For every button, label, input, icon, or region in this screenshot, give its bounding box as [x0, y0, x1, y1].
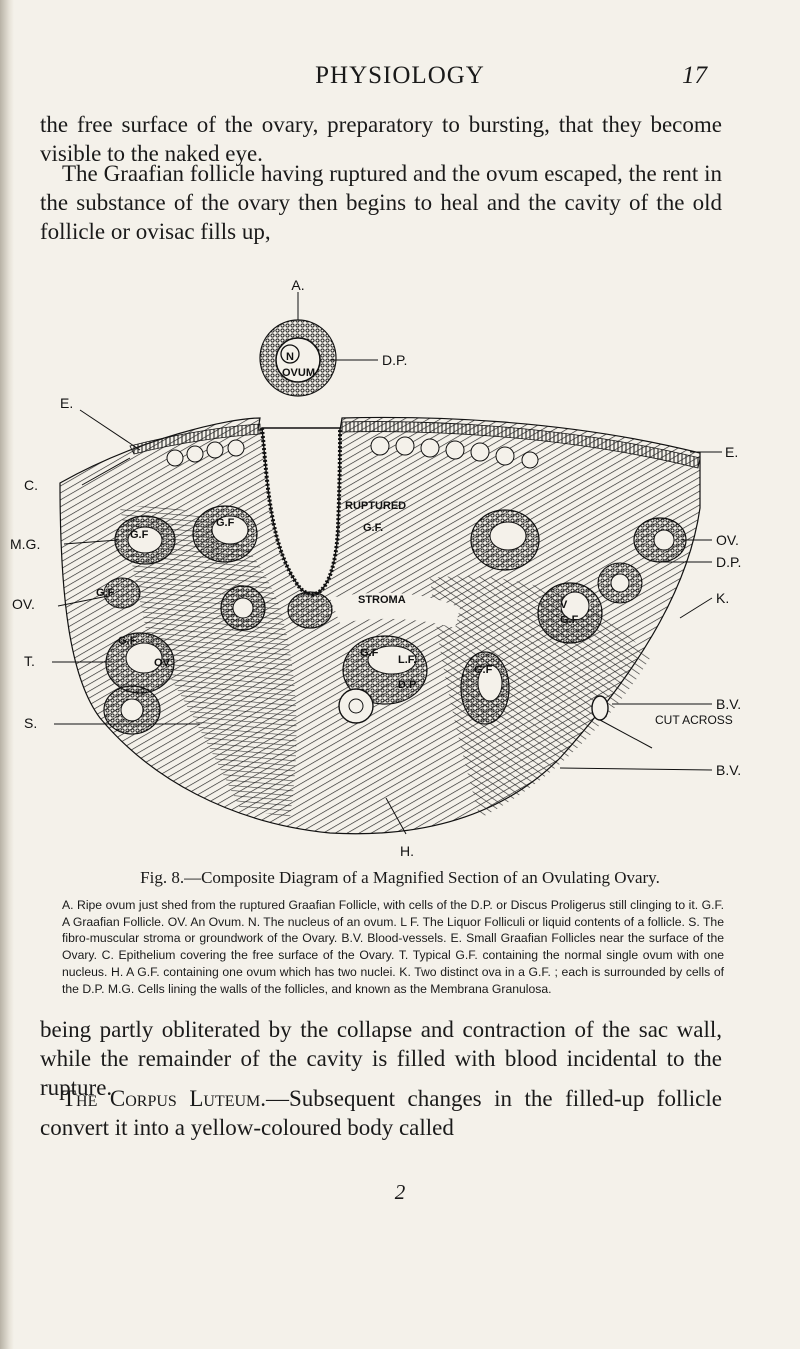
- label-ruptured-gf: G.F.: [363, 522, 383, 534]
- label-gf-3: G.F: [96, 587, 115, 599]
- label-lf: L.F.: [398, 654, 416, 666]
- paragraph-1: the free surface of the ovary, preparato…: [40, 112, 722, 166]
- label-v: V: [560, 599, 568, 611]
- paragraph-2: The Graafian follicle having ruptured an…: [40, 161, 722, 244]
- label-ov-inner: OV: [154, 657, 171, 669]
- label-c: C.: [24, 477, 38, 493]
- label-n: N: [286, 351, 294, 363]
- label-cut-across: CUT ACROSS: [655, 713, 733, 727]
- rupture-channel: [260, 427, 342, 597]
- label-dp-right: D.P.: [716, 554, 741, 570]
- label-ov-left: OV.: [12, 596, 35, 612]
- label-t: T.: [24, 653, 35, 669]
- section-heading-corpus-luteum: The Corpus Luteum.: [62, 1086, 266, 1111]
- label-stroma: STROMA: [358, 594, 406, 606]
- paragraph-4-text: —Subsequent changes in the filled-up fol…: [40, 1086, 722, 1140]
- label-e-left: E.: [60, 395, 73, 411]
- blood-vessel-cut-across: [591, 695, 609, 721]
- label-k: K.: [716, 590, 729, 606]
- label-gf-2: G.F: [216, 517, 235, 529]
- ovary-stroma: [59, 416, 701, 835]
- page-number: 17: [682, 62, 707, 89]
- label-bv-2: B.V.: [716, 762, 741, 778]
- label-ruptured: RUPTURED: [345, 500, 406, 512]
- graafian-follicles: [103, 436, 687, 735]
- label-a: A.: [291, 278, 304, 293]
- label-ovum: OVUM: [282, 367, 315, 379]
- figure-caption-title: Fig. 8.—Composite Diagram of a Magnified…: [140, 868, 660, 887]
- label-gf-4: G.F: [360, 647, 379, 659]
- running-head: PHYSIOLOGY: [315, 62, 485, 89]
- label-dp-top: D.P.: [382, 352, 407, 368]
- ovary-diagram: N OVUM RUPTURED G.F. STROMA G.F G.F G.F …: [10, 278, 741, 859]
- label-gf-6: G.F: [474, 664, 493, 676]
- page-header: PHYSIOLOGY 17: [0, 62, 800, 92]
- label-gf-7: G.F: [118, 635, 137, 647]
- signature-mark: 2: [394, 1180, 406, 1204]
- paragraph-4: The Corpus Luteum.—Subsequent changes in…: [40, 1084, 722, 1142]
- label-gf-5: G.F: [560, 614, 579, 626]
- label-ov-right: OV.: [716, 532, 739, 548]
- label-dp-inner: D.P: [398, 679, 416, 691]
- ovary-diagram-figure: N OVUM RUPTURED G.F. STROMA G.F G.F G.F …: [0, 278, 800, 864]
- label-mg: M.G.: [10, 536, 40, 552]
- page-gutter-shadow: [0, 0, 14, 1349]
- label-gf-1: G.F: [130, 529, 149, 541]
- figure-caption-body: A. Ripe ovum just shed from the ruptured…: [62, 898, 724, 996]
- label-e-right: E.: [725, 444, 738, 460]
- leader-lines: [52, 409, 722, 835]
- paragraph-3: being partly obliterated by the collapse…: [40, 1017, 722, 1100]
- label-bv-1: B.V.: [716, 696, 741, 712]
- label-h: H.: [400, 843, 414, 859]
- label-s: S.: [24, 715, 37, 731]
- ripe-ovum-a: [259, 292, 378, 397]
